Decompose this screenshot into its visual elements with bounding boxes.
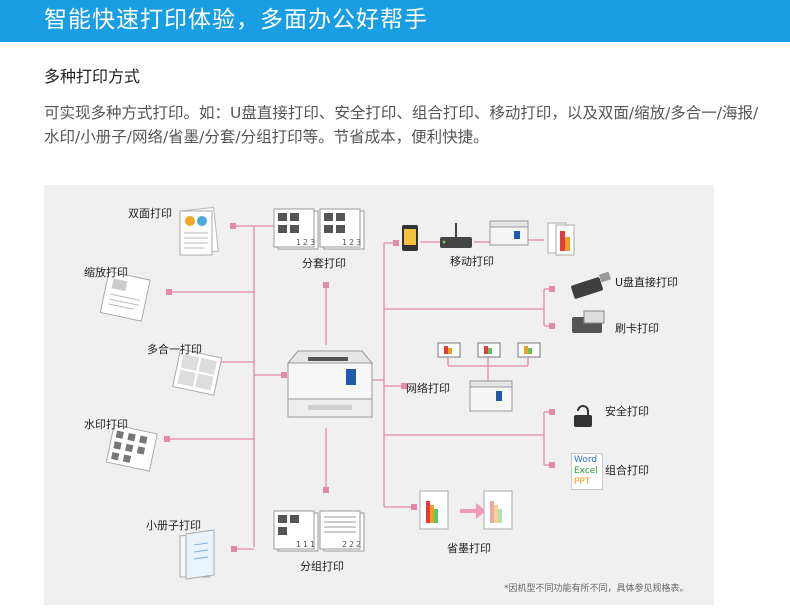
header-banner: 智能快速打印体验，多面办公好帮手 bbox=[0, 0, 790, 42]
label-duplex: 双面打印 bbox=[128, 207, 172, 220]
main-printer-icon bbox=[286, 350, 374, 418]
group-num-5: 2 bbox=[349, 540, 354, 549]
label-toner-save: 省墨打印 bbox=[447, 542, 491, 555]
footnote: *因机型不同功能有所不同，具体参见规格表。 bbox=[504, 584, 689, 594]
label-mobile: 移动打印 bbox=[450, 255, 494, 268]
format-word: Word bbox=[574, 455, 598, 465]
network-monitors-icon bbox=[437, 342, 541, 358]
label-booklet: 小册子打印 bbox=[146, 519, 201, 532]
group-num-3: 1 bbox=[310, 540, 315, 549]
section-subtitle: 多种打印方式 bbox=[44, 67, 141, 86]
watermark-document-icon bbox=[105, 424, 158, 472]
printed-pages-icon bbox=[547, 222, 575, 256]
page-title: 智能快速打印体验，多面办公好帮手 bbox=[44, 7, 428, 33]
collate-num-3: 3 bbox=[310, 238, 315, 247]
label-network: 网络打印 bbox=[406, 382, 450, 395]
label-watermark: 水印打印 bbox=[84, 418, 128, 431]
smartphone-icon bbox=[402, 225, 418, 251]
usb-drive-icon bbox=[571, 271, 611, 299]
zoom-document-icon bbox=[99, 270, 151, 322]
collate-stack-icon: 1 2 3 1 2 3 bbox=[273, 208, 365, 250]
format-ppt: PPT bbox=[574, 477, 591, 487]
card-reader-icon bbox=[572, 310, 605, 333]
office-formats-badge: Word Excel PPT bbox=[571, 453, 603, 490]
mobile-printer-icon bbox=[489, 220, 529, 246]
label-usb: U盘直接打印 bbox=[615, 276, 679, 289]
group-stack-icon: 1 1 1 2 2 2 bbox=[273, 510, 365, 552]
connector-lines bbox=[167, 225, 552, 550]
wifi-router-icon bbox=[440, 223, 472, 248]
label-combo: 组合打印 bbox=[605, 464, 649, 477]
label-card: 刷卡打印 bbox=[615, 322, 659, 335]
collate-num-5: 2 bbox=[349, 238, 354, 247]
padlock-icon bbox=[574, 405, 592, 427]
group-num-2: 1 bbox=[303, 540, 308, 549]
collate-num-4: 1 bbox=[342, 238, 347, 247]
group-num-1: 1 bbox=[296, 540, 301, 549]
network-printer-icon bbox=[469, 380, 513, 412]
label-collate: 分套打印 bbox=[302, 257, 346, 270]
format-excel: Excel bbox=[574, 466, 598, 476]
label-group: 分组打印 bbox=[300, 560, 344, 573]
section-description: 可实现多种方式打印。如：U盘直接打印、安全打印、组合打印、移动打印，以及双面/缩… bbox=[44, 104, 759, 146]
toner-save-pages-icon bbox=[419, 490, 513, 530]
duplex-document-icon bbox=[179, 206, 219, 256]
booklet-icon bbox=[179, 529, 215, 580]
collate-num-1: 1 bbox=[296, 238, 301, 247]
nup-document-icon bbox=[172, 348, 223, 396]
group-num-4: 2 bbox=[342, 540, 347, 549]
print-modes-diagram: 1 2 3 1 2 3 1 1 1 2 2 2 bbox=[44, 185, 714, 605]
collate-num-2: 2 bbox=[303, 238, 308, 247]
label-zoom: 缩放打印 bbox=[84, 266, 128, 279]
group-num-6: 2 bbox=[356, 540, 361, 549]
diagram-graphics: 1 2 3 1 2 3 1 1 1 2 2 2 bbox=[99, 206, 611, 580]
collate-num-6: 3 bbox=[356, 238, 361, 247]
label-secure: 安全打印 bbox=[605, 405, 649, 418]
label-nup: 多合一打印 bbox=[147, 343, 202, 356]
